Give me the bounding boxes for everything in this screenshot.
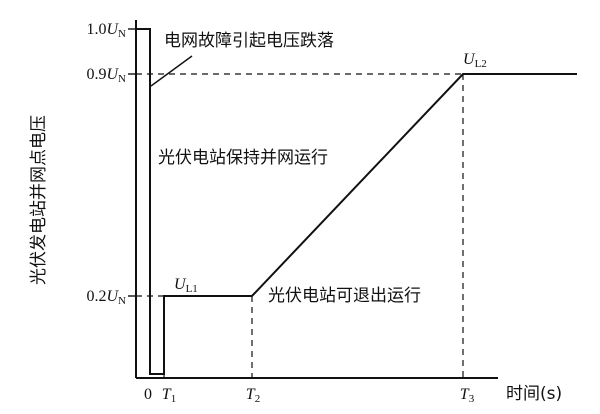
- x-tick-label-0: 0: [144, 386, 152, 403]
- x-tick-label-t2: T2: [246, 386, 260, 405]
- annotation-keep-connected: 光伏电站保持并网运行: [158, 148, 328, 168]
- voltage-profile-curve: [136, 28, 577, 375]
- y-tick-label-2: 0.9UN: [86, 66, 126, 85]
- x-tick-label-t1: T1: [162, 386, 176, 405]
- fault-leader-line: [150, 55, 193, 87]
- point-label-ul1: UL1: [174, 276, 198, 295]
- y-tick-label-1: 1.0UN: [86, 21, 126, 40]
- point-label-ul2: UL2: [463, 51, 487, 70]
- y-tick-label-3: 0.2UN: [86, 288, 126, 307]
- annotation-fault: 电网故障引起电压跌落: [164, 31, 334, 51]
- y-axis-title: 光伏发电站并网点电压: [29, 115, 49, 285]
- x-axis-title: 时间(s): [506, 384, 562, 404]
- x-tick-label-t3: T3: [460, 386, 475, 405]
- annotation-may-disconnect: 光伏电站可退出运行: [268, 286, 421, 306]
